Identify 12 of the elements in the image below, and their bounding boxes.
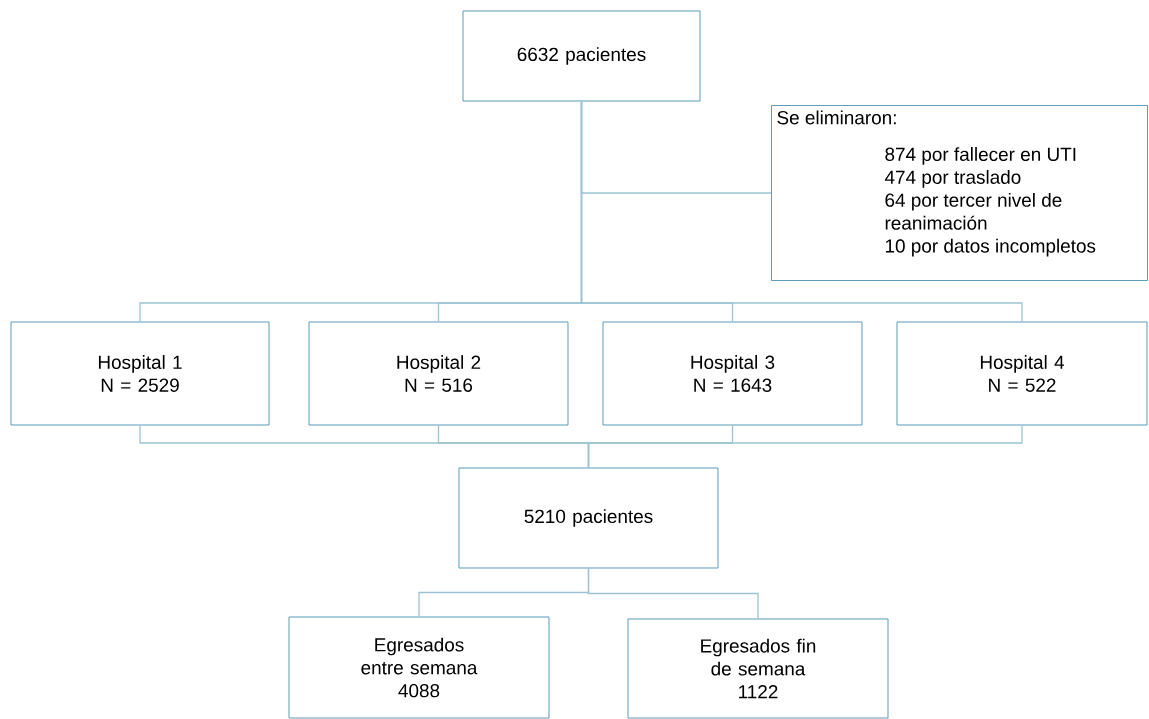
process-box: Egresados fin de semana 1122 bbox=[627, 618, 889, 719]
process-box: Hospital 1 N = 2529 bbox=[10, 321, 270, 426]
process-box: Egresados entre semana 4088 bbox=[288, 616, 550, 719]
list-box: Se eliminaron: 874 por fallecer en UTI 474 por traslado 64 por tercer nivel de reanimación 10 por datos incompletos bbox=[771, 105, 1148, 281]
connector-line bbox=[587, 424, 1023, 469]
connector-line bbox=[580, 100, 1023, 323]
process-box: Hospital 4 N = 522 bbox=[896, 321, 1148, 426]
process-box: 5210 pacientes bbox=[458, 467, 719, 569]
process-box: 6632 pacientes bbox=[462, 10, 701, 102]
process-box: Hospital 3 N = 1643 bbox=[602, 321, 863, 426]
connector-line bbox=[587, 567, 759, 620]
process-box: Hospital 2 N = 516 bbox=[308, 321, 569, 426]
